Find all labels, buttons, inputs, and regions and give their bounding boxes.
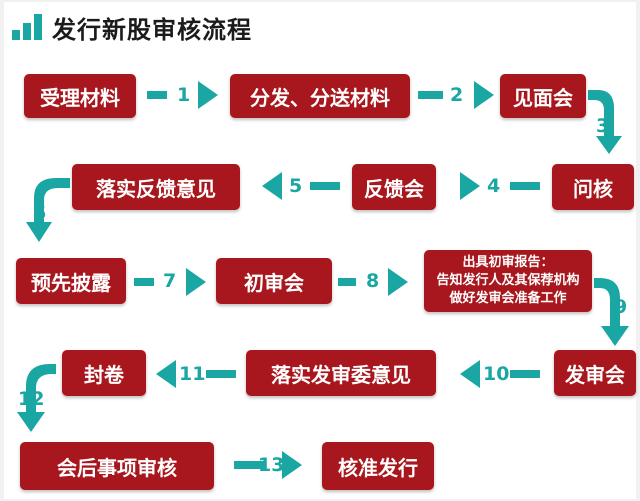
arrow-3: [588, 90, 614, 136]
step-number-1: 1: [177, 84, 191, 106]
step-number-11: 11: [179, 363, 206, 385]
step-number-7: 7: [163, 270, 177, 292]
node-first-review-report: 出具初审报告： 告知发行人及其保荐机构 做好发审会准备工作: [424, 250, 592, 312]
step-number-8: 8: [366, 270, 380, 292]
report-line-2: 告知发行人及其保荐机构: [436, 273, 580, 288]
page-title: 发行新股审核流程: [52, 16, 252, 44]
step-number-12: 12: [18, 388, 45, 410]
arrow-13: [234, 461, 264, 469]
step-number-5: 5: [289, 175, 303, 197]
arrow-1: [147, 91, 167, 99]
step-number-2: 2: [450, 84, 464, 106]
node-inquiry: 问核: [552, 164, 634, 210]
step-number-10: 10: [483, 363, 510, 385]
step-number-9: 9: [614, 296, 628, 318]
step-number-6: 6: [33, 202, 47, 224]
node-implement-committee-opinion: 落实发审委意见: [246, 350, 436, 396]
arrow-11: [206, 370, 236, 378]
arrow-10: [510, 370, 540, 378]
node-approval: 核准发行: [322, 442, 434, 490]
arrow-8: [338, 278, 356, 286]
step-number-13: 13: [258, 454, 285, 476]
arrow-5: [310, 182, 340, 190]
arrow-4: [510, 182, 540, 190]
step-number-3: 3: [596, 115, 610, 137]
arrow-9: [594, 278, 620, 326]
bar-chart-icon: [12, 14, 46, 40]
arrow-7: [134, 278, 154, 286]
node-pre-disclosure: 预先披露: [16, 258, 126, 304]
arrow-12: [26, 364, 56, 412]
arrow-2: [418, 91, 443, 99]
node-first-review: 初审会: [216, 258, 332, 304]
node-accept-materials: 受理材料: [24, 74, 136, 118]
node-distribute-materials: 分发、分送材料: [230, 74, 410, 118]
node-implement-feedback: 落实反馈意见: [72, 164, 240, 210]
report-line-1: 出具初审报告：: [462, 255, 554, 270]
node-meeting: 见面会: [500, 74, 586, 118]
arrow-6: [34, 178, 70, 222]
step-number-4: 4: [487, 175, 501, 197]
node-seal-file: 封卷: [62, 350, 146, 396]
node-post-review: 会后事项审核: [20, 442, 214, 490]
node-issuance-meeting: 发审会: [554, 350, 636, 396]
report-line-3: 做好发审会准备工作: [449, 291, 567, 306]
node-feedback: 反馈会: [352, 164, 436, 210]
